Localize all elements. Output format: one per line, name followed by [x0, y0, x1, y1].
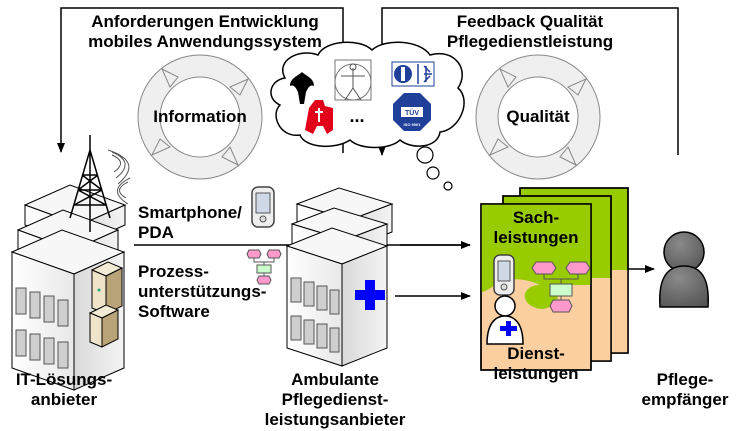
radio-waves-icon: [107, 149, 131, 205]
software-label: Prozess- unterstützungs- Software: [138, 262, 266, 322]
federal-eagle-logo: [290, 72, 314, 104]
server-icon: [90, 261, 124, 315]
health-insurance-logo: [391, 61, 435, 87]
tuv-text: TÜV: [405, 108, 419, 117]
services-label-line1: Dienst-: [507, 344, 565, 363]
server-rack-icon: [88, 304, 120, 348]
goods-label: Sach- leistungen: [481, 208, 591, 248]
requirements-label-line2: mobiles Anwendungssystem: [88, 32, 322, 51]
requirements-label-line1: Anforderungen Entwicklung: [91, 12, 319, 31]
feedback-label-line1: Feedback Qualität: [456, 12, 604, 31]
services-label-line2: leistungen: [493, 364, 579, 383]
quality-cycle-label: Qualität: [506, 107, 570, 126]
feedback-label: Feedback Qualität Pflegedienstleistung: [382, 12, 678, 52]
software-label-line3: Software: [138, 302, 210, 321]
quality-cycle-icon: [475, 54, 601, 180]
care-provider-label-line1: Ambulante: [291, 370, 379, 389]
vitruvian-man-logo: [334, 59, 372, 101]
service-cards: [480, 187, 629, 371]
antenna-tower-icon: [69, 135, 111, 232]
smartphone-label-line2: PDA: [138, 223, 174, 242]
information-cycle-label: Information: [153, 107, 247, 126]
services-label: Dienst- leistungen: [481, 344, 591, 384]
pharmacy-logo: [305, 100, 333, 134]
smartphone-label: Smartphone/ PDA: [138, 203, 242, 243]
medical-cross-icon: [355, 280, 385, 310]
tuv-iso-9001-logo: TÜV ISO 9001: [393, 93, 431, 131]
it-provider-label-line1: IT-Lösungs-: [15, 370, 113, 389]
iso-text: ISO 9001: [404, 122, 422, 127]
smartphone-label-line1: Smartphone/: [138, 203, 242, 222]
it-provider-buildings: [10, 184, 127, 391]
information-cycle-icon: [137, 54, 263, 180]
recipient-label-line1: Pflege-: [656, 370, 714, 389]
care-recipient-icon: [659, 231, 709, 308]
goods-label-line2: leistungen: [493, 228, 579, 247]
software-label-line1: Prozess-: [138, 262, 209, 281]
process-flow-icon: [246, 249, 282, 285]
care-provider-label-line2: Pflegedienst-: [281, 390, 389, 409]
feedback-label-line2: Pflegedienstleistung: [446, 32, 614, 51]
requirements-label: Anforderungen Entwicklung mobiles Anwend…: [60, 12, 350, 52]
recipient-label-line2: empfänger: [641, 390, 729, 409]
nurse-icon: [486, 295, 524, 345]
care-provider-label: Ambulante Pflegedienst- leistungsanbiete…: [255, 370, 415, 430]
it-provider-label-line2: anbieter: [30, 390, 98, 409]
care-provider-label-line3: leistungsanbieter: [264, 410, 406, 429]
card-smartphone-icon: [493, 254, 515, 296]
smartphone-icon: [251, 186, 275, 228]
card-process-flow-icon: [531, 261, 591, 313]
software-label-line2: unterstützungs-: [138, 282, 267, 301]
cloud-ellipsis: ...: [349, 106, 364, 126]
it-provider-label: IT-Lösungs- anbieter: [0, 370, 128, 410]
care-provider-buildings: [285, 187, 394, 367]
recipient-label: Pflege- empfänger: [630, 370, 740, 410]
goods-label-line1: Sach-: [512, 208, 560, 227]
